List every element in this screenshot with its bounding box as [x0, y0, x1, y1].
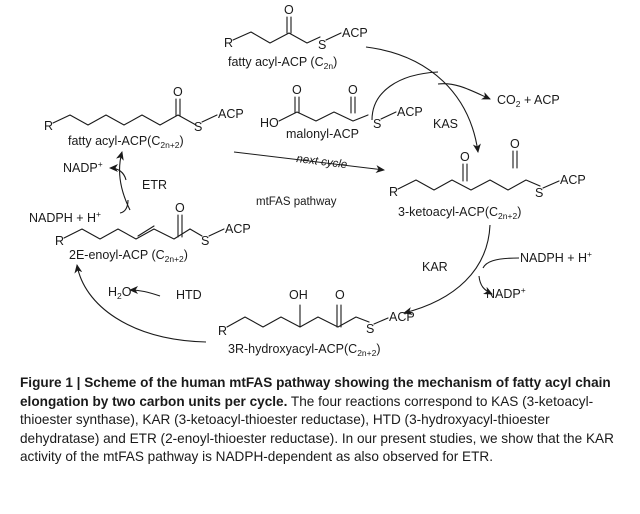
carbon-chain: [278, 111, 369, 122]
carbon-chain: [52, 114, 197, 126]
enzyme-etr-label: ETR: [142, 178, 167, 192]
r-group-label: R: [44, 119, 53, 133]
keto-oxygen: O: [460, 150, 470, 164]
fatty-acyl-acp-c2n: R O S ACP fatty acyl-ACP (C2n): [224, 3, 368, 71]
kar-nadp-output: [478, 275, 493, 295]
carbonyl-oxygen: O: [284, 3, 294, 17]
hydroxyacyl-acp: R OH O S ACP 3R-hydroxyacyl-ACP(C2n+2): [218, 288, 415, 358]
compound-name: 3R-hydroxyacyl-ACP(C2n+2): [228, 342, 381, 358]
r-group-label: R: [218, 324, 227, 338]
compound-name: fatty acyl-ACP(C2n+2): [68, 134, 184, 150]
carbonyl-oxygen: O: [292, 83, 302, 97]
enoyl-acp: R O S ACP 2E-enoyl-ACP (C2n+2): [55, 201, 251, 264]
enzyme-kas-label: KAS: [433, 117, 458, 131]
caption-body: The four reactions correspond to KAS (3-…: [20, 393, 614, 465]
thioester-sulfur: S: [373, 117, 381, 131]
next-cycle-label: next cycle: [296, 153, 348, 171]
acp-label: ACP: [218, 107, 244, 121]
kar-reaction-arrow: [403, 224, 491, 315]
acp-label: ACP: [342, 26, 368, 40]
thioester-oxygen: O: [348, 83, 358, 97]
etr-nadph-input: [119, 199, 129, 214]
carbon-chain: [226, 316, 370, 328]
figure-caption: Figure 1 | Scheme of the human mtFAS pat…: [20, 374, 620, 467]
hydroxyl-label: HO: [260, 116, 279, 130]
compound-name: 3-ketoacyl-ACP(C2n+2): [398, 205, 521, 221]
carbon-chain: [232, 31, 321, 44]
etr-nadp-label: NADP+: [63, 159, 103, 175]
mtfas-scheme-diagram: R O S ACP fatty acyl-ACP (C2n) HO O O S …: [29, 3, 592, 358]
carbonyl-oxygen: O: [175, 201, 185, 215]
acp-label: ACP: [389, 310, 415, 324]
etr-nadp-output: [109, 164, 127, 181]
enzyme-kar-label: KAR: [422, 260, 448, 274]
hydroxyl-label: OH: [289, 288, 308, 302]
next-cycle-arrow: [233, 151, 385, 174]
acp-label: ACP: [397, 105, 423, 119]
thioester-oxygen: O: [335, 288, 345, 302]
compound-name: 2E-enoyl-ACP (C2n+2): [69, 248, 188, 264]
kar-nadph-label: NADPH + H+: [520, 249, 592, 265]
thioester-sulfur: S: [366, 322, 374, 336]
trans-double-bond: [137, 225, 155, 237]
compound-name: malonyl-ACP: [286, 127, 359, 141]
acp-label: ACP: [560, 173, 586, 187]
r-group-label: R: [224, 36, 233, 50]
fatty-acyl-acp-c2n2: R O S ACP fatty acyl-ACP(C2n+2): [44, 85, 244, 150]
kar-nadph-input: [482, 257, 520, 269]
co2-acp-label: CO2 + ACP: [497, 93, 560, 109]
malonyl-acp: HO O O S ACP malonyl-ACP: [260, 83, 423, 141]
r-group-label: R: [389, 185, 398, 199]
thioester-sulfur: S: [318, 38, 326, 52]
co2-release-arrow: [437, 83, 491, 100]
htd-reaction-arrow: [74, 264, 207, 343]
etr-nadph-label: NADPH + H+: [29, 209, 101, 225]
compound-name: fatty acyl-ACP (C2n): [228, 55, 337, 71]
enzyme-htd-label: HTD: [176, 288, 202, 302]
kar-nadp-label: NADP+: [486, 285, 526, 301]
carbon-chain: [63, 228, 191, 240]
malonyl-input-arrow: [371, 71, 439, 121]
thioester-oxygen: O: [510, 137, 520, 151]
thioester-sulfur: S: [535, 186, 543, 200]
kas-reaction-arrow: [365, 46, 481, 153]
thioester-sulfur: S: [194, 120, 202, 134]
water-label: H2O: [108, 285, 132, 301]
thioester-sulfur: S: [201, 234, 209, 248]
ketoacyl-acp: R O O S ACP 3-ketoacyl-ACP(C2n+2): [389, 137, 586, 221]
pathway-center-label: mtFAS pathway: [256, 196, 337, 208]
acp-label: ACP: [225, 222, 251, 236]
r-group-label: R: [55, 234, 64, 248]
carbon-chain: [397, 179, 541, 191]
htd-water-output: [129, 286, 161, 297]
carbonyl-oxygen: O: [173, 85, 183, 99]
caption-title: Figure 1 | Scheme of the human mtFAS pat…: [20, 375, 611, 409]
